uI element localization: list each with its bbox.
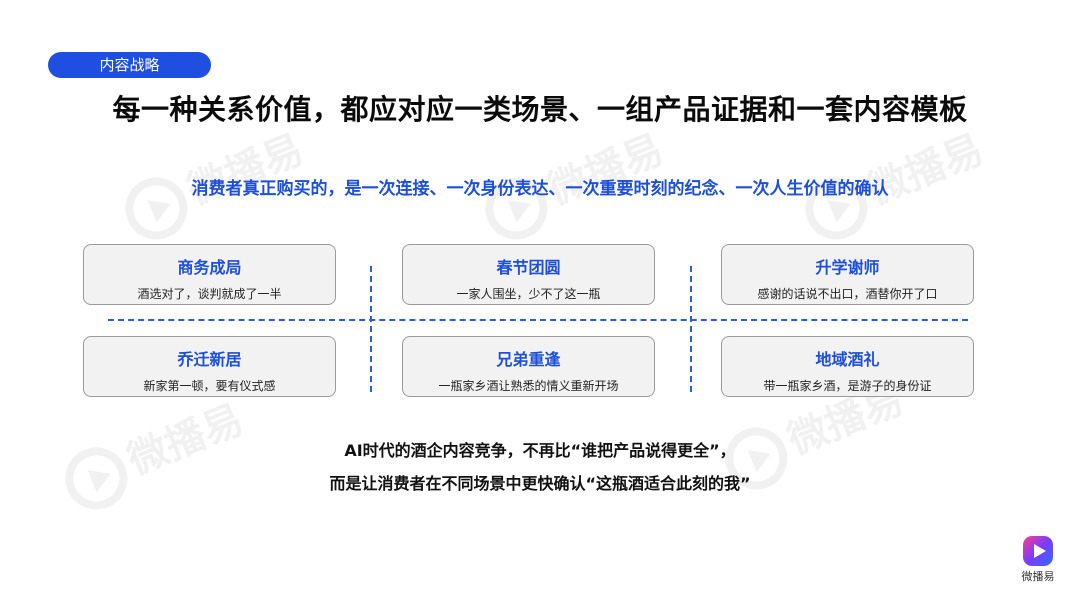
- card-title: 乔迁新居: [177, 350, 242, 369]
- card-desc: 酒选对了，谈判就成了一半: [137, 287, 282, 301]
- card-desc: 感谢的话说不出口，酒替你开了口: [757, 287, 938, 301]
- scenario-card: 兄弟重逢 一瓶家乡酒让熟悉的情义重新开场: [402, 336, 655, 397]
- section-tag: 内容战略: [48, 52, 211, 78]
- page-title: 每一种关系价值，都应对应一类场景、一组产品证据和一套内容模板: [112, 93, 968, 126]
- scenario-card: 地域酒礼 带一瓶家乡酒，是游子的身份证: [721, 336, 974, 397]
- scenario-card: 升学谢师 感谢的话说不出口，酒替你开了口: [721, 244, 974, 305]
- card-desc: 一瓶家乡酒让熟悉的情义重新开场: [438, 379, 619, 393]
- vertical-divider: [370, 266, 372, 392]
- scenario-card: 商务成局 酒选对了，谈判就成了一半: [83, 244, 336, 305]
- card-title: 商务成局: [177, 258, 242, 277]
- card-title: 升学谢师: [815, 258, 880, 277]
- card-title: 春节团圆: [496, 258, 561, 277]
- conclusion-line-2: 而是让消费者在不同场景中更快确认“这瓶酒适合此刻的我”: [329, 474, 751, 493]
- horizontal-divider: [108, 319, 968, 321]
- brand-logo: 微播易: [1013, 536, 1063, 584]
- card-title: 兄弟重逢: [496, 350, 561, 369]
- play-icon: [1023, 536, 1053, 566]
- conclusion-line-1: AI时代的酒企内容竞争，不再比“谁把产品说得更全”，: [344, 441, 736, 460]
- card-desc: 带一瓶家乡酒，是游子的身份证: [763, 379, 932, 393]
- vertical-divider: [690, 266, 692, 392]
- card-title: 地域酒礼: [815, 350, 880, 369]
- card-desc: 新家第一顿，要有仪式感: [143, 379, 276, 393]
- scenario-card: 乔迁新居 新家第一顿，要有仪式感: [83, 336, 336, 397]
- scenario-card: 春节团圆 一家人围坐，少不了这一瓶: [402, 244, 655, 305]
- card-desc: 一家人围坐，少不了这一瓶: [456, 287, 601, 301]
- page-subtitle: 消费者真正购买的，是一次连接、一次身份表达、一次重要时刻的纪念、一次人生价值的确…: [191, 179, 889, 199]
- brand-name: 微播易: [1021, 570, 1055, 583]
